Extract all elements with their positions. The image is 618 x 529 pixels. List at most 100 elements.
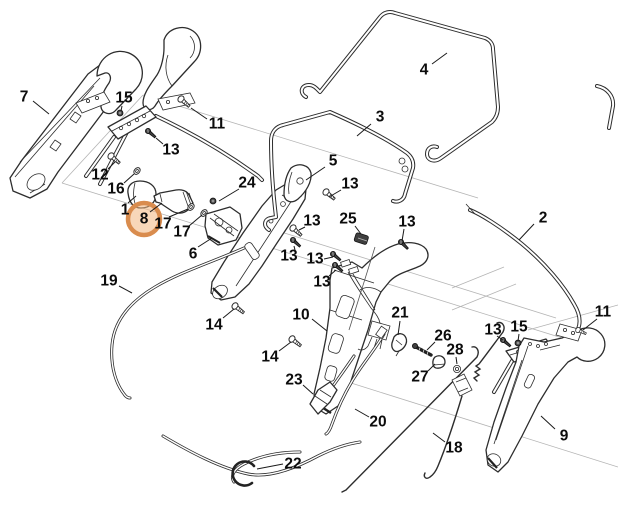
part-callout-13[interactable]: 13 [280,248,298,265]
leader-line-14 [222,308,235,319]
cable-with-clip [161,434,362,487]
switch-lever [283,164,312,203]
support-arm [154,114,264,182]
part-callout-22[interactable]: 22 [284,456,301,473]
wiring-harness [324,325,388,436]
part-callout-13[interactable]: 13 [398,214,416,231]
leader-line-21 [397,320,401,336]
part-callout-2[interactable]: 2 [539,210,548,227]
part-callout-12[interactable]: 12 [91,167,108,184]
leader-line-13 [496,335,504,341]
cable-clip [231,460,256,487]
leader-line-13 [328,189,342,198]
part-callout-3[interactable]: 3 [376,109,385,126]
part-callout-13[interactable]: 13 [341,176,359,193]
leader-line-13 [293,245,296,251]
part-callout-11[interactable]: 11 [209,116,226,133]
leader-line-20 [354,408,370,418]
part-callout-28[interactable]: 28 [446,342,464,359]
part-callout-16[interactable]: 16 [107,181,125,198]
part-callout-6[interactable]: 6 [189,246,198,263]
part-callout-1[interactable]: 1 [121,202,130,219]
leader-line-9 [540,415,556,430]
upper-bail-handle [299,10,500,163]
part-callout-11[interactable]: 11 [595,304,612,321]
leader-line-26 [426,341,436,351]
part-callout-15[interactable]: 15 [510,319,528,336]
part-callout-18[interactable]: 18 [445,440,463,457]
leader-line-11 [582,318,598,331]
screw-14-a [230,301,247,316]
leader-line-14 [278,341,292,352]
screw-13-a [143,126,158,140]
leader-line-4 [431,52,448,65]
part-callout-17[interactable]: 17 [154,216,171,233]
handle-tube [465,203,583,342]
part-callout-26[interactable]: 26 [434,328,452,345]
leader-line-22 [256,463,284,470]
leader-line-15 [517,333,520,342]
nut-24 [209,197,217,205]
leader-line-1 [127,195,137,204]
part-callout-7[interactable]: 7 [20,89,29,106]
screw-13-b [321,187,338,203]
leader-line-12 [107,161,116,170]
screw-14-b [287,334,304,349]
part-callout-5[interactable]: 5 [329,153,338,170]
leader-line-28 [455,356,458,365]
part-callout-13[interactable]: 13 [162,142,180,159]
part-callout-10[interactable]: 10 [292,307,309,324]
control-cable-long [110,246,246,400]
retainer-clip [348,232,376,331]
center-housing [210,181,307,301]
part-callout-23[interactable]: 23 [285,372,303,389]
leader-line-13 [155,137,164,145]
part-callout-13[interactable]: 13 [313,274,331,291]
leader-line-8 [149,202,163,213]
leader-line-11 [190,107,208,120]
leader-line-5 [305,166,326,181]
leader-line-17 [188,214,203,227]
leader-line-25 [354,225,362,235]
part-callout-14[interactable]: 14 [261,349,279,366]
leader-line-13 [401,228,405,242]
part-callout-9[interactable]: 9 [560,428,569,445]
part-callout-17[interactable]: 17 [173,224,190,241]
left-mounting-bracket [84,105,157,186]
leader-line-23 [302,384,314,395]
cap-27 [432,355,446,369]
leader-line-2 [518,223,535,241]
leader-line-19 [118,285,133,294]
part-callout-13[interactable]: 13 [303,213,321,230]
part-callout-25[interactable]: 25 [339,211,357,228]
fastener-26 [411,342,433,357]
part-callout-24[interactable]: 24 [238,175,256,192]
leader-line-27 [427,363,436,372]
part-callout-21[interactable]: 21 [391,305,409,322]
part-callout-15[interactable]: 15 [115,90,133,107]
part-callout-19[interactable]: 19 [100,273,118,290]
upper-grip-piece [142,26,202,111]
switch-key [391,333,408,357]
switch-assembly [127,180,243,246]
leader-line-24 [218,188,240,202]
part-callout-20[interactable]: 20 [369,414,386,431]
left-handle-housing [9,50,143,199]
part-callout-13[interactable]: 13 [484,322,502,339]
part-callout-8[interactable]: 8 [140,211,149,228]
part-callout-14[interactable]: 14 [205,317,223,334]
part-callout-4[interactable]: 4 [420,62,429,79]
leader-line-3 [356,123,372,137]
screw-15-left [116,109,124,117]
lower-bail-handle [263,110,416,232]
corner-tube-piece [595,84,616,130]
leader-line-13 [323,256,334,260]
part-callout-27[interactable]: 27 [411,369,428,386]
leader-line-17 [168,208,189,218]
part-callout-13[interactable]: 13 [306,251,324,268]
leader-line-7 [32,100,50,115]
leader-line-13 [298,226,306,231]
